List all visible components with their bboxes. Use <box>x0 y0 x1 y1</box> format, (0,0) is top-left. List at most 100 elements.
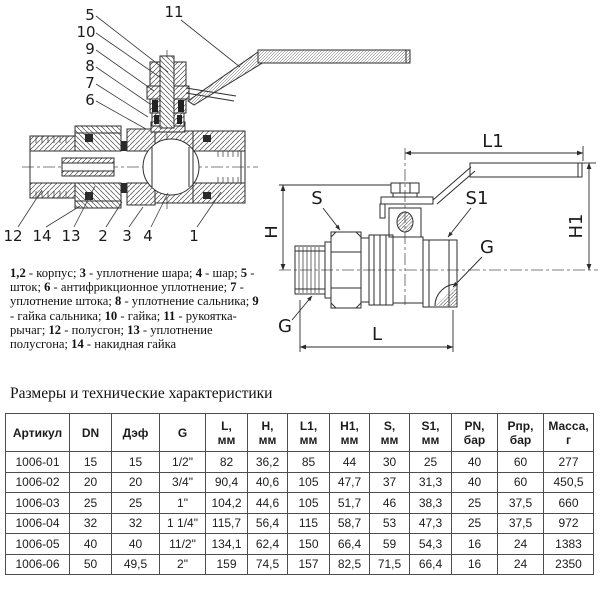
callout-3: 3 <box>122 227 132 245</box>
callout-1: 1 <box>189 227 199 245</box>
cell: 36,2 <box>247 451 288 473</box>
cell: 16 <box>451 553 498 575</box>
column-header: H1,мм <box>329 413 370 452</box>
cell: 59 <box>369 533 410 555</box>
column-header: L,мм <box>205 413 248 452</box>
cell: 90,4 <box>205 471 248 493</box>
cell: 62,4 <box>247 533 288 555</box>
cell: 25 <box>451 512 498 534</box>
legend-part-number: 6 <box>44 280 51 295</box>
dim-label-L: L <box>372 324 382 345</box>
legend-part-number: 11 <box>163 308 176 323</box>
male-thread-end <box>294 241 332 299</box>
callout-12: 12 <box>3 227 22 245</box>
cell: 15 <box>69 451 112 473</box>
dim-label-H1: H1 <box>566 214 587 239</box>
cell: 15 <box>111 451 160 473</box>
column-header: S,мм <box>369 413 410 452</box>
cell: 2350 <box>543 553 594 575</box>
cell: 24 <box>497 533 544 555</box>
cell: 85 <box>287 451 330 473</box>
column-header: H,мм <box>247 413 288 452</box>
dim-label-S: S <box>311 188 322 209</box>
cell: 134,1 <box>205 533 248 555</box>
cell: 50 <box>69 553 112 575</box>
callout-10: 10 <box>76 23 95 41</box>
cell: 115,7 <box>205 512 248 534</box>
cell: 1006-01 <box>5 451 70 473</box>
main-body <box>388 207 424 304</box>
cell: 71,5 <box>369 553 410 575</box>
valve-section-drawing: 5 10 9 8 7 6 11 12 14 13 2 3 4 1 <box>3 3 411 245</box>
cell: 1006-02 <box>5 471 70 493</box>
cell: 450,5 <box>543 471 594 493</box>
cell: 66,4 <box>409 553 452 575</box>
dim-label-L1: L1 <box>482 131 503 152</box>
column-header: Рпр,бар <box>497 413 544 452</box>
cell: 40 <box>69 533 112 555</box>
column-header: S1,мм <box>409 413 452 452</box>
cell: 53 <box>369 512 410 534</box>
cell: 105 <box>287 471 330 493</box>
cell: 25 <box>451 492 498 514</box>
cell: 24 <box>497 553 544 575</box>
cell: 2" <box>159 553 206 575</box>
cell: 159 <box>205 553 248 575</box>
cell: 157 <box>287 553 330 575</box>
cell: 47,3 <box>409 512 452 534</box>
cell: 3/4" <box>159 471 206 493</box>
cell: 1/2" <box>159 451 206 473</box>
table-title: Размеры и технические характеристики <box>10 385 273 402</box>
cell: 277 <box>543 451 594 473</box>
cell: 1 1/4" <box>159 512 206 534</box>
legend-part-number: 8 <box>115 294 122 309</box>
callout-2: 2 <box>98 227 108 245</box>
cell: 31,3 <box>409 471 452 493</box>
legend-part-number: 14 <box>71 337 84 352</box>
cell: 105 <box>287 492 330 514</box>
cell: 56,4 <box>247 512 288 534</box>
dim-label-G-left: G <box>278 316 292 337</box>
legend-part-number: 13 <box>127 322 140 337</box>
cell: 1006-04 <box>5 512 70 534</box>
callout-5: 5 <box>85 6 95 24</box>
cell: 47,7 <box>329 471 370 493</box>
cell: 82 <box>205 451 248 473</box>
cell: 1" <box>159 492 206 514</box>
dim-label-S1: S1 <box>466 188 489 209</box>
cell: 82,5 <box>329 553 370 575</box>
cell: 1006-03 <box>5 492 70 514</box>
legend-part-number: 12 <box>48 322 62 337</box>
valve-dimension-drawing: L1 H H1 S S1 G G L <box>265 131 598 352</box>
dimensions <box>279 146 596 352</box>
female-socket <box>422 239 458 308</box>
cell: 972 <box>543 512 594 534</box>
callout-4: 4 <box>143 227 153 245</box>
cell: 60 <box>497 471 544 493</box>
cell: 40,6 <box>247 471 288 493</box>
cell: 104,2 <box>205 492 248 514</box>
union-nut <box>74 125 122 209</box>
column-header: DN <box>69 413 112 452</box>
column-header: Артикул <box>5 413 70 452</box>
callout-6: 6 <box>85 91 95 109</box>
dim-label-H: H <box>265 225 282 239</box>
legend-part-number: 9 <box>252 294 259 309</box>
callout-leaders <box>17 15 241 228</box>
callout-11: 11 <box>164 3 183 21</box>
cell: 30 <box>369 451 410 473</box>
cell: 660 <box>543 492 594 514</box>
cell: 1006-05 <box>5 533 70 555</box>
column-header: L1,мм <box>287 413 330 452</box>
callout-7: 7 <box>85 74 95 92</box>
body-rings <box>360 234 394 306</box>
legend-part-number: 7 <box>230 280 237 295</box>
cell: 25 <box>111 492 160 514</box>
